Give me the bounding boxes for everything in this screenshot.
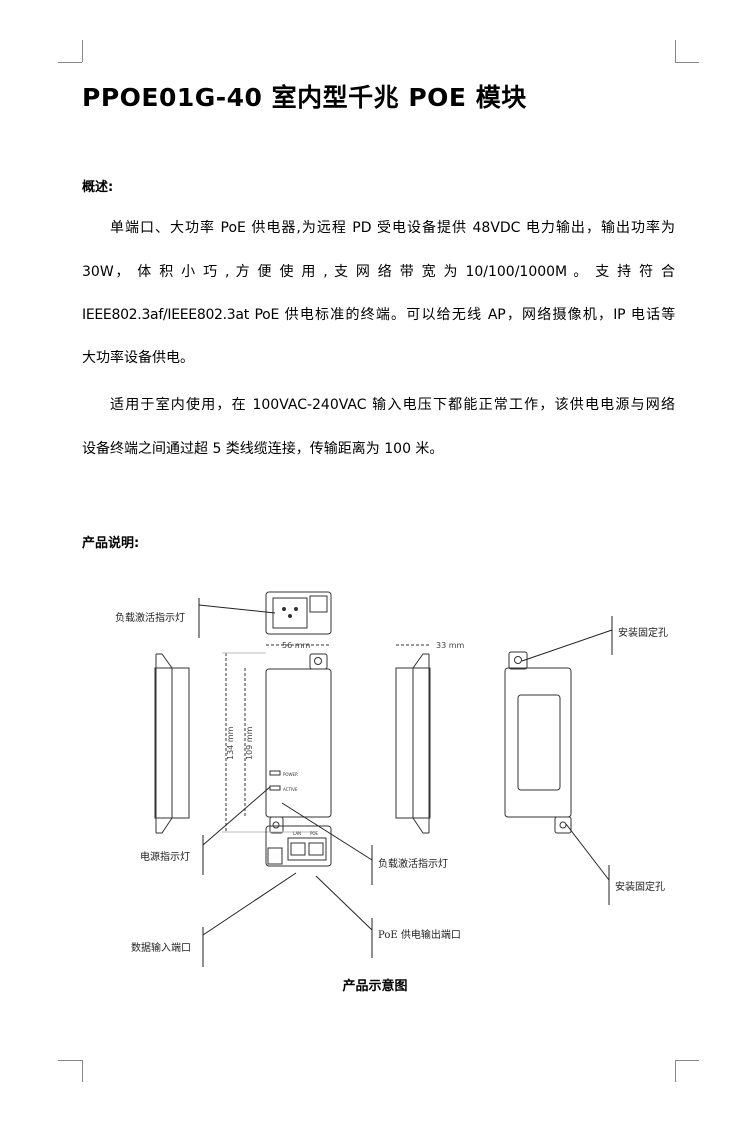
crop-mark xyxy=(675,62,699,63)
paragraph-line: 大功率设备供电。 xyxy=(82,350,194,366)
ac-connector-view xyxy=(265,591,332,635)
label-power-led: 电源指示灯 xyxy=(140,850,190,863)
lan-port-label: LAN xyxy=(293,831,301,836)
right-side-view xyxy=(395,653,431,834)
dim-height-total: 134 mm xyxy=(226,726,235,760)
paragraph-line: 设备终端之间通过超 5 类线缆连接，传输距离为 100 米。 xyxy=(82,441,444,457)
back-view xyxy=(504,651,572,834)
power-led-label: POWER xyxy=(283,772,298,777)
port-view xyxy=(265,825,332,867)
product-heading: 产品说明: xyxy=(82,536,140,551)
crop-mark xyxy=(675,40,676,62)
figure-caption: 产品示意图 xyxy=(342,979,408,994)
front-view xyxy=(265,653,332,834)
paragraph-line: 适用于室内使用，在 100VAC-240VAC 输入电压下都能正常工作，该供电电… xyxy=(110,397,675,413)
left-side-view xyxy=(154,653,190,834)
crop-mark xyxy=(675,1060,699,1061)
crop-mark xyxy=(675,1060,676,1082)
label-data-in: 数据输入端口 xyxy=(131,941,191,954)
label-load-led-top: 负载激活指示灯 xyxy=(115,611,185,624)
lan-port xyxy=(290,842,306,856)
paragraph-line: IEEE802.3af/IEEE802.3at PoE 供电标准的终端。可以给无… xyxy=(82,307,675,323)
page-title: PPOE01G-40 室内型千兆 POE 模块 xyxy=(82,83,527,112)
paragraph-line: 单端口、大功率 PoE 供电器,为远程 PD 受电设备提供 48VDC 电力输出… xyxy=(110,220,675,236)
callout-lines xyxy=(198,598,613,967)
label-load-led: 负载激活指示灯 xyxy=(378,857,448,870)
dim-depth: 33 mm xyxy=(436,641,465,650)
crop-mark xyxy=(58,1060,82,1061)
label-mount-hole-bottom: 安装固定孔 xyxy=(615,880,665,893)
poe-port xyxy=(308,842,324,856)
poe-port-label: POE xyxy=(310,831,319,836)
crop-mark xyxy=(82,40,83,62)
crop-mark xyxy=(58,62,82,63)
dim-width: 56 mm xyxy=(282,641,311,650)
crop-mark xyxy=(82,1060,83,1082)
paragraph-line: 30W， 体 积 小 巧 , 方 便 使 用 , 支 网 络 带 宽 为 10/… xyxy=(82,264,675,280)
dim-height-body: 109 mm xyxy=(245,726,254,760)
active-led-label: ACTIVE xyxy=(283,787,298,792)
overview-heading: 概述: xyxy=(82,180,114,195)
label-mount-hole-top: 安装固定孔 xyxy=(618,626,668,639)
label-poe-out: PoE 供电输出端口 xyxy=(378,928,461,941)
